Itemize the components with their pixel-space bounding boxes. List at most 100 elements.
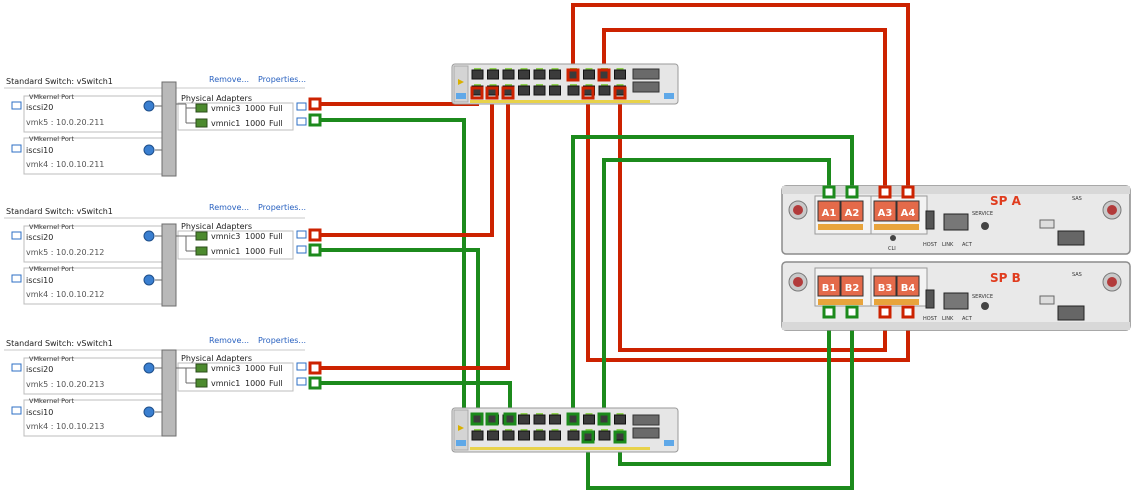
comment-icon[interactable] xyxy=(11,363,22,372)
port-led xyxy=(489,429,497,431)
cable-host1-vmnic1 xyxy=(320,118,477,420)
port-led xyxy=(570,429,577,431)
port-group-name: iscsi10 xyxy=(26,408,53,417)
switch-port-grid xyxy=(471,68,626,96)
comment-icon[interactable] xyxy=(296,362,307,371)
port-led xyxy=(616,413,624,415)
port-led xyxy=(585,84,593,86)
nic-duplex: Full xyxy=(269,232,283,241)
remove-link[interactable]: Remove... xyxy=(209,75,249,84)
cable-switch2-a2 xyxy=(571,135,854,418)
comment-icon[interactable] xyxy=(11,144,22,153)
vswitch-panel-2: Standard Switch: vSwitch1 Remove... Prop… xyxy=(4,203,322,307)
port-led xyxy=(551,68,559,70)
port-group-vmk: vmk4 : 10.0.10.213 xyxy=(26,422,104,431)
vmkernel-globe-icon xyxy=(143,274,155,286)
port-led xyxy=(489,84,497,86)
comment-icon[interactable] xyxy=(11,274,22,283)
port-group-vmk: vmk5 : 10.0.20.212 xyxy=(26,248,104,257)
rj45-port xyxy=(487,430,499,441)
rj45-port xyxy=(502,69,515,80)
rj45-port xyxy=(533,414,546,425)
sp-a-title: SP A xyxy=(990,194,1022,208)
vmnic3-endpoint xyxy=(308,97,322,111)
switch1-endpoints xyxy=(470,68,627,100)
port-led xyxy=(536,84,543,86)
rj45-port xyxy=(518,430,530,441)
nic-icon xyxy=(195,231,208,241)
remove-link[interactable]: Remove... xyxy=(209,203,249,212)
port-led xyxy=(585,68,593,70)
cable-switch1-a3 xyxy=(602,28,887,192)
comment-icon[interactable] xyxy=(11,231,22,240)
usb-port-icon xyxy=(925,289,935,309)
port-led xyxy=(585,429,593,431)
cable-host3-vmnic1 xyxy=(320,381,512,418)
vmnic1-endpoint xyxy=(308,113,322,127)
nic-name: vmnic1 xyxy=(211,379,240,388)
rj45-port xyxy=(471,430,484,441)
properties-link[interactable]: Properties... xyxy=(258,75,306,84)
nic-speed: 1000 xyxy=(245,119,265,128)
port-label-a2: A2 xyxy=(845,208,860,219)
port-led xyxy=(505,84,512,86)
nic-icon xyxy=(195,103,208,113)
rj45-port xyxy=(502,430,515,441)
vmnic1-endpoint xyxy=(308,243,322,257)
port-led xyxy=(551,84,559,86)
port-led xyxy=(536,68,543,70)
comment-icon[interactable] xyxy=(296,377,307,386)
comment-icon[interactable] xyxy=(296,102,307,111)
nic-speed: 1000 xyxy=(245,379,265,388)
comment-icon[interactable] xyxy=(11,406,22,415)
comment-icon[interactable] xyxy=(296,245,307,254)
port-group-header: VMkernel Port xyxy=(29,355,74,363)
port-led xyxy=(601,84,608,86)
rj45-port xyxy=(549,430,561,441)
nic-name: vmnic1 xyxy=(211,247,240,256)
physical-adapters-label: Physical Adapters xyxy=(181,354,252,363)
rj45-port xyxy=(567,85,580,96)
port-group-header: VMkernel Port xyxy=(29,397,74,405)
vswitch-panel-1: Standard Switch: vSwitch1 Remove... Prop… xyxy=(4,75,322,177)
cable-host2-vmnic1 xyxy=(320,248,492,420)
act-label: ACT xyxy=(962,242,973,248)
rj45-port xyxy=(567,430,580,441)
rj45-port xyxy=(518,414,530,425)
vswitch-bar xyxy=(161,349,177,437)
port-label-a3: A3 xyxy=(878,208,893,219)
physical-adapters-label: Physical Adapters xyxy=(181,222,252,231)
comment-icon[interactable] xyxy=(296,117,307,126)
nic-speed: 1000 xyxy=(245,232,265,241)
rj45-port xyxy=(598,430,611,441)
port-led xyxy=(520,429,528,431)
cable-switch1-b4 xyxy=(586,94,910,362)
properties-link[interactable]: Properties... xyxy=(258,203,306,212)
sas-port-icon xyxy=(1057,230,1085,246)
properties-link[interactable]: Properties... xyxy=(258,336,306,345)
nic-speed: 1000 xyxy=(245,364,265,373)
host-label: HOST xyxy=(923,316,938,322)
sas-port-icon xyxy=(1057,305,1085,321)
nic-icon xyxy=(195,378,208,388)
port-led xyxy=(536,429,543,431)
port-group-vmk: vmk4 : 10.0.10.211 xyxy=(26,160,104,169)
remove-link[interactable]: Remove... xyxy=(209,336,249,345)
port-led xyxy=(520,84,528,86)
vswitch-title: Standard Switch: vSwitch1 xyxy=(6,77,113,86)
port-led xyxy=(536,413,543,415)
comment-icon[interactable] xyxy=(296,230,307,239)
ethernet-switch-top xyxy=(451,63,679,105)
cable-host3-vmnic3 xyxy=(320,94,510,370)
comment-icon[interactable] xyxy=(11,101,22,110)
sas-label: SAS xyxy=(1072,272,1082,278)
port-label-b3: B3 xyxy=(878,283,893,294)
act-label: ACT xyxy=(962,316,973,322)
nic-icon xyxy=(195,363,208,373)
vmkernel-globe-icon xyxy=(143,362,155,374)
port-group-name: iscsi20 xyxy=(26,233,53,242)
port-led xyxy=(474,68,481,70)
port-group-name: iscsi20 xyxy=(26,103,53,112)
port-group-header: VMkernel Port xyxy=(29,265,74,273)
